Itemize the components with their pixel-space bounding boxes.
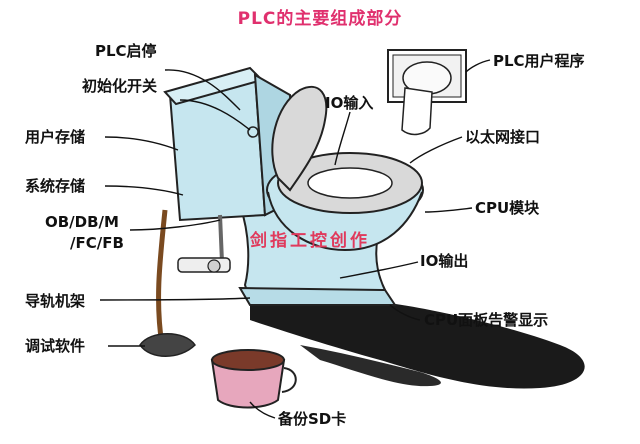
label-plc-user-program: PLC用户程序 bbox=[493, 52, 585, 70]
pipe-valve bbox=[178, 258, 230, 272]
arrow-system-storage bbox=[105, 186, 183, 195]
label-user-storage: 用户存储 bbox=[25, 128, 85, 146]
water-pipe bbox=[220, 215, 222, 262]
label-system-storage: 系统存储 bbox=[25, 177, 85, 195]
watermark-text: 剑指工控创作 bbox=[250, 226, 370, 251]
valve-knob bbox=[208, 260, 220, 272]
diagram-title: PLC的主要组成部分 bbox=[0, 4, 640, 29]
arrow-cpu-module bbox=[425, 208, 472, 212]
arrow-ethernet bbox=[410, 137, 462, 163]
label-backup-sd: 备份SD卡 bbox=[278, 410, 346, 428]
label-cpu-panel-display: CPU面板告警显示 bbox=[424, 311, 548, 329]
label-debug-software: 调试软件 bbox=[25, 337, 85, 355]
label-plc-start-stop: PLC启停 bbox=[95, 42, 157, 60]
label-fc-fb: /FC/FB bbox=[70, 234, 124, 252]
plunger-handle bbox=[159, 210, 165, 345]
label-io-input: IO输入 bbox=[325, 94, 373, 112]
potty-rim bbox=[212, 350, 284, 370]
arrow-plc-program bbox=[466, 60, 490, 72]
plunger-cup bbox=[140, 334, 195, 357]
label-ethernet-port: 以太网接口 bbox=[465, 128, 540, 146]
paper-sheet bbox=[402, 88, 432, 134]
toilet-seat-hole bbox=[308, 168, 392, 198]
arrow-ob-db bbox=[130, 220, 220, 230]
flush-button bbox=[248, 127, 258, 137]
toilet-base-plate bbox=[240, 288, 395, 305]
label-ob-db-m: OB/DB/M bbox=[45, 213, 119, 231]
label-cpu-module: CPU模块 bbox=[475, 199, 539, 217]
label-init-switch: 初始化开关 bbox=[82, 77, 157, 95]
arrow-user-storage bbox=[105, 137, 178, 150]
label-io-output: IO输出 bbox=[420, 252, 468, 270]
arrow-din-rail bbox=[100, 298, 250, 300]
label-din-rail: 导轨机架 bbox=[25, 292, 85, 310]
potty-handle bbox=[282, 368, 296, 392]
